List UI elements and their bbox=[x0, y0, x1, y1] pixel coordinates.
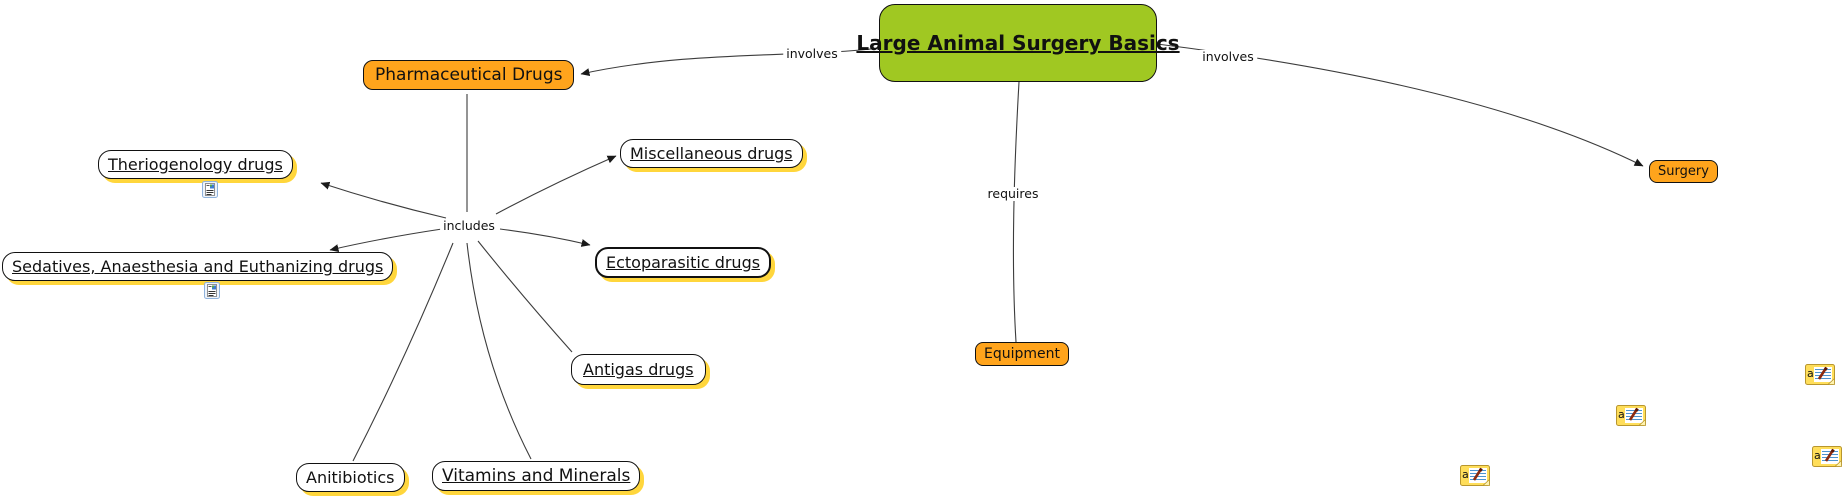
annotation-note-icon[interactable]: a bbox=[1460, 465, 1490, 490]
svg-text:a: a bbox=[1618, 408, 1625, 421]
linking-phrase-involves-right[interactable]: involves bbox=[1199, 50, 1257, 64]
concept-node-antibiotics[interactable]: Anitibiotics bbox=[296, 463, 405, 492]
concept-node-theriogenology-drugs[interactable]: Theriogenology drugs bbox=[98, 150, 293, 179]
concept-node-antigas-drugs[interactable]: Antigas drugs bbox=[571, 354, 706, 385]
line-includes-to-theriogenology bbox=[320, 181, 447, 219]
line-includes-to-sedatives bbox=[329, 228, 443, 252]
concept-node-ectoparasitic-drugs[interactable]: Ectoparasitic drugs bbox=[595, 247, 772, 278]
resource-link-icon[interactable] bbox=[202, 181, 218, 202]
line-includes-to-antibiotics bbox=[352, 242, 454, 462]
concept-node-sedatives-anaesthesia-euthanizing-drugs[interactable]: Sedatives, Anaesthesia and Euthanizing d… bbox=[2, 252, 394, 281]
line-main-to-pharmaceutical bbox=[580, 47, 880, 77]
line-includes-to-vitamins bbox=[466, 242, 532, 460]
line-includes-to-ectoparasitic bbox=[499, 228, 591, 247]
concept-node-vitamins-and-minerals[interactable]: Vitamins and Minerals bbox=[432, 461, 641, 491]
concept-node-pharmaceutical-drugs[interactable]: Pharmaceutical Drugs bbox=[363, 60, 575, 90]
line-main-to-equipment bbox=[1012, 81, 1020, 343]
resource-link-icon[interactable] bbox=[204, 282, 220, 303]
concept-node-surgery[interactable]: Surgery bbox=[1649, 160, 1718, 183]
linking-phrase-requires[interactable]: requires bbox=[984, 187, 1042, 201]
concept-node-equipment[interactable]: Equipment bbox=[975, 342, 1069, 366]
svg-text:a: a bbox=[1814, 449, 1821, 462]
annotation-note-icon[interactable]: a bbox=[1812, 446, 1842, 471]
annotation-note-icon[interactable]: a bbox=[1616, 405, 1646, 430]
annotation-note-icon[interactable]: a bbox=[1805, 364, 1835, 389]
concept-node-main[interactable]: Large Animal Surgery Basics bbox=[856, 4, 1180, 82]
line-includes-to-miscellaneous bbox=[495, 155, 617, 215]
line-includes-to-antigas bbox=[477, 240, 573, 353]
svg-text:a: a bbox=[1807, 367, 1814, 380]
concept-node-miscellaneous-drugs[interactable]: Miscellaneous drugs bbox=[620, 139, 803, 168]
linking-phrase-involves-left[interactable]: involves bbox=[783, 47, 841, 61]
linking-phrase-includes[interactable]: includes bbox=[440, 219, 498, 233]
svg-text:a: a bbox=[1462, 468, 1469, 481]
